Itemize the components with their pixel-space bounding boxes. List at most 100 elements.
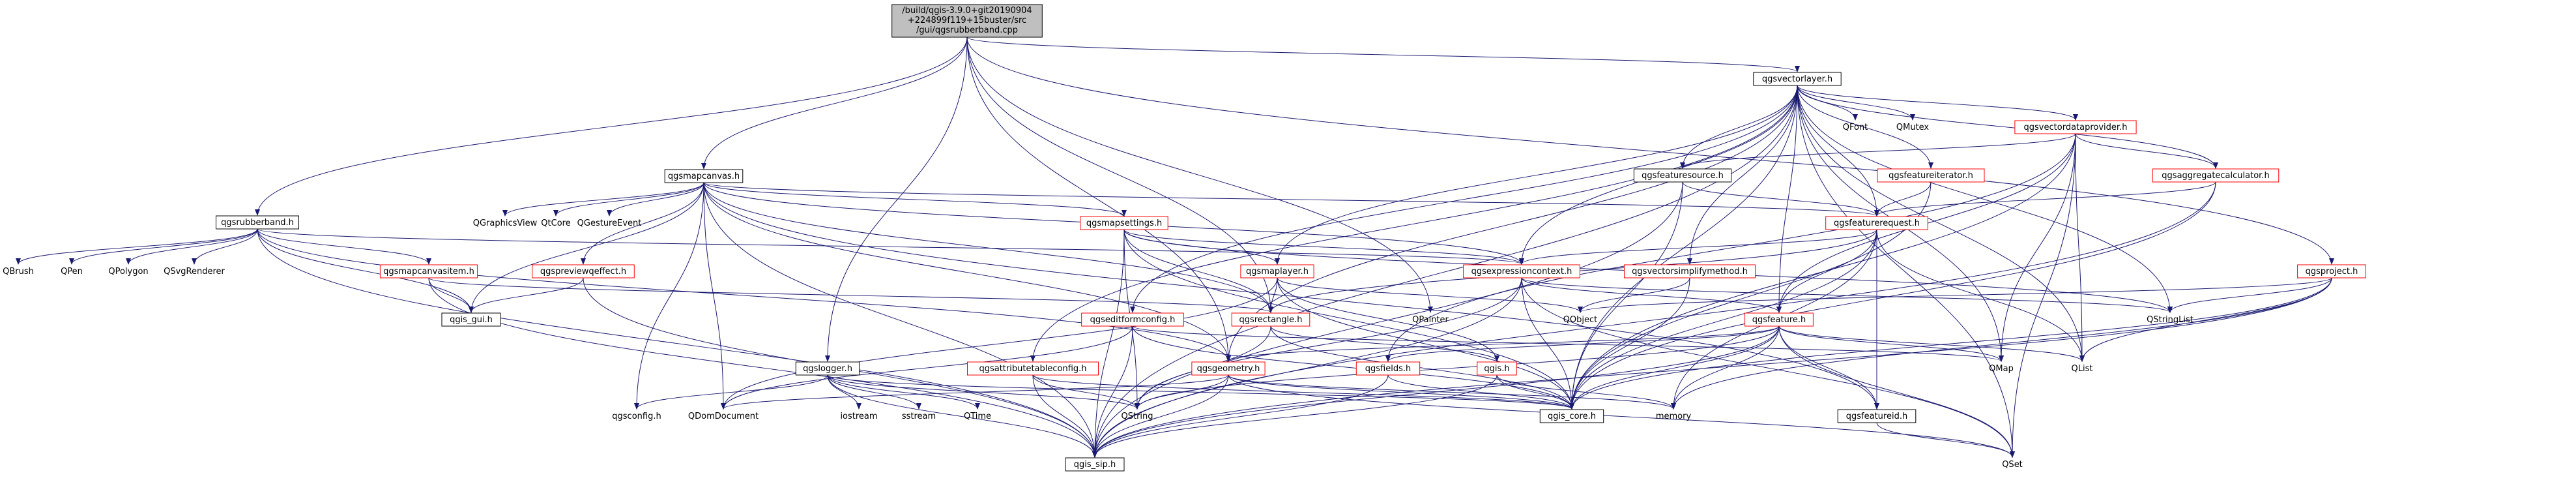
edge-qgsvectorlayer-to-QList [1797, 85, 2085, 362]
node-qgsrectangle[interactable]: qgsrectangle.h [1231, 312, 1310, 327]
edge-qgsmapsettings-to-qgsrectangle [1123, 229, 1273, 313]
edge-qgsattributetableconfig-to-qgis_core [1032, 374, 1574, 410]
node-qgsaggregatecalculator[interactable]: qgsaggregatecalculator.h [2152, 168, 2279, 183]
node-QGestureEvent: QGestureEvent [577, 218, 642, 228]
node-box-qgis_core [1539, 409, 1604, 423]
node-box-qgsmapcanvas [664, 169, 744, 183]
edge-qgsvectordataprovider-to-qgsaggregatecalculator [2075, 133, 2218, 169]
node-label-qgspreviewquffect: qgspreviewqeffect.h [540, 267, 626, 277]
node-label-QGraphicsView: QGraphicsView [473, 218, 538, 228]
node-qgsfields[interactable]: qgsfields.h [1355, 361, 1421, 376]
edge-qgsfields-to-qgis_core [1387, 374, 1574, 410]
edge-qgsvectorsimplifymethod-to-QObject [1578, 277, 1690, 313]
node-label-qgsfields: qgsfields.h [1365, 364, 1411, 374]
edge-qgis-to-memory [1496, 374, 1676, 410]
node-qgsmapcanvas[interactable]: qgsmapcanvas.h [664, 169, 744, 183]
node-qgsexpressioncontext[interactable]: qgsexpressioncontext.h [1463, 264, 1580, 279]
node-label-qgsgeometry: qgsgeometry.h [1197, 364, 1260, 374]
edge-qgsmapcanvas-to-qgsgeometry [703, 182, 1231, 362]
edge-qgsmapcanvasitem-to-qgsrectangle [428, 277, 1273, 313]
edge-qgsfeaturesource-to-qgis_core [1569, 181, 1683, 410]
node-QPen: QPen [61, 267, 83, 277]
node-qgsmapcanvasitem[interactable]: qgsmapcanvasitem.h [379, 264, 478, 279]
node-box-qgsproject [2297, 264, 2366, 279]
node-label-qgsrectangle: qgsrectangle.h [1239, 315, 1302, 325]
edge-qgsgeometry-to-QSet [1228, 374, 2015, 458]
edge-qgsfeature-to-QSet [1778, 325, 2015, 458]
node-qgsfeaturerequest[interactable]: qgsfeaturerequest.h [1825, 216, 1928, 230]
node-qgsvectordataprovider[interactable]: qgsvectordataprovider.h [2014, 120, 2137, 134]
node-label-qgis: qgis.h [1484, 364, 1509, 374]
node-qgsvectorsimplifymethod[interactable]: qgsvectorsimplifymethod.h [1624, 264, 1756, 279]
node-QPainter: QPainter [1412, 315, 1449, 325]
edge-qgsexpressioncontext-to-QStringList [1521, 277, 2173, 313]
edge-qgslogger-to-qgsconfig [634, 374, 828, 410]
node-qgsfeatureid[interactable]: qgsfeatureid.h [1837, 409, 1917, 423]
node-label-QString: QString [1121, 412, 1153, 421]
node-qgsfeature[interactable]: qgsfeature.h [1744, 312, 1814, 327]
node-label-qgsfeatureiterator: qgsfeatureiterator.h [1889, 171, 1973, 181]
node-qgsfeatureiterator[interactable]: qgsfeatureiterator.h [1877, 168, 1985, 183]
node-label-qgsvectorlayer: qgsvectorlayer.h [1762, 74, 1832, 84]
edge-qgsmaplayer-to-QDomDocument [721, 277, 1278, 410]
node-QPolygon: QPolygon [108, 267, 148, 277]
edge-qgsproject-to-QStringList [2167, 277, 2332, 313]
node-label-QStringList: QStringList [2147, 315, 2193, 325]
node-qgsconfig: qgsconfig.h [612, 412, 661, 421]
edge-qgsproject-to-qgis_core [1569, 277, 2332, 410]
node-QtCore: QtCore [541, 218, 570, 228]
node-qgsattributetableconfig[interactable]: qgsattributetableconfig.h [967, 361, 1099, 376]
node-box-qgsmaplayer [1240, 264, 1314, 279]
node-label-qgsrubberband: qgsrubberband.h [221, 218, 294, 228]
node-qgis_gui[interactable]: qgis_gui.h [441, 312, 501, 327]
node-box-qgsvectorsimplifymethod [1624, 264, 1756, 279]
edge-qgsfeature-to-QString [1135, 325, 1780, 410]
edge-qgsmapcanvas-to-qgis_sip [703, 182, 1097, 458]
edge-qgsfeaturerequest-to-qgsfeature [1776, 229, 1877, 313]
node-qgseditformconfig[interactable]: qgseditformconfig.h [1081, 312, 1184, 327]
node-label-QBrush: QBrush [3, 267, 34, 277]
edge-qgsfeaturesource-to-qgsfeaturerequest [1682, 181, 1879, 217]
edge-qgsvectordataprovider-to-qgsfeaturesource [1680, 133, 2076, 169]
edge-qgslogger-to-qgis_core [827, 374, 1574, 410]
node-label-qgsmaplayer: qgsmaplayer.h [1246, 267, 1309, 277]
edge-qgsvectorlayer-to-qgsfeaturerequest [1797, 85, 1879, 217]
edge-root-to-qgsproject [966, 37, 2334, 265]
edge-qgseditformconfig-to-QDomDocument [721, 325, 1133, 410]
node-qgsrubberband[interactable]: qgsrubberband.h [216, 215, 299, 230]
node-qgslogger[interactable]: qgslogger.h [795, 361, 860, 376]
node-QObject: QObject [1563, 315, 1598, 325]
node-qgsmapsettings[interactable]: qgsmapsettings.h [1080, 216, 1168, 230]
edge-qgsvectorlayer-to-qgsmaplayer [1275, 85, 1798, 265]
node-qgsmaplayer[interactable]: qgsmaplayer.h [1240, 264, 1314, 279]
edge-qgsaggregatecalculator-to-qgsfeaturerequest [1874, 181, 2216, 217]
node-qgsvectorlayer[interactable]: qgsvectorlayer.h [1753, 72, 1842, 86]
node-qgis[interactable]: qgis.h [1477, 361, 1517, 376]
edge-qgsexpressioncontext-to-qgis_sip [1092, 277, 1522, 458]
edge-qgsvectordataprovider-to-qgsfields [1385, 133, 2076, 362]
edge-qgsvectorlayer-to-qgsvectordataprovider [1797, 85, 2078, 121]
node-qgsgeometry[interactable]: qgsgeometry.h [1191, 361, 1266, 376]
node-qgsfeaturesource[interactable]: qgsfeaturesource.h [1633, 168, 1732, 183]
node-label-QMap: QMap [1989, 364, 2014, 374]
edge-qgsexpressioncontext-to-qgsfeature [1521, 277, 1782, 313]
edge-qgseditformconfig-to-qgis_core [1132, 325, 1574, 410]
edge-qgsfeature-to-qgsfeatureid [1778, 325, 1879, 410]
node-qgis_core[interactable]: qgis_core.h [1539, 409, 1604, 423]
edge-qgsvectordataprovider-to-QSet [2010, 133, 2076, 458]
node-box-qgsfeatureiterator [1877, 168, 1985, 183]
node-label-qgsfeaturerequest: qgsfeaturerequest.h [1834, 218, 1920, 228]
edge-root-to-qgsrectangle [966, 37, 1273, 313]
node-qgsproject[interactable]: qgsproject.h [2297, 264, 2366, 279]
edge-qgsfeature-to-QList [1778, 325, 2085, 362]
node-qgspreviewquffect[interactable]: qgspreviewqeffect.h [532, 264, 635, 279]
node-box-qgsattributetableconfig [967, 361, 1099, 376]
dependency-nodes: /build/qgis-3.9.0+git20190904+224899f119… [3, 4, 2366, 472]
edge-qgseditformconfig-to-qgis_sip [1092, 325, 1133, 458]
node-label-QPolygon: QPolygon [108, 267, 148, 277]
edge-qgsfeature-to-qgsgeometry [1226, 325, 1780, 362]
edge-qgsmapcanvasitem-to-qgis_gui [428, 277, 474, 313]
node-label-QFont: QFont [1843, 123, 1868, 132]
node-qgis_sip[interactable]: qgis_sip.h [1065, 457, 1125, 472]
node-label-qgis_sip: qgis_sip.h [1074, 460, 1116, 470]
